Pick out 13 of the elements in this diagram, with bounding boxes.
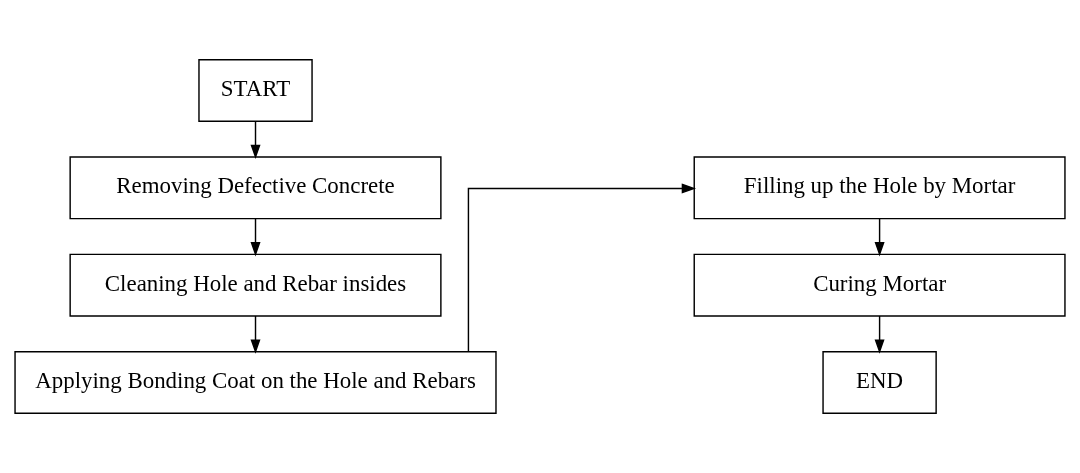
arrow (250, 217, 261, 257)
node-box: Filling up the Hole by Mortar (693, 156, 1066, 220)
arrow (467, 183, 697, 353)
arrow (250, 120, 261, 160)
node-box: Curing Mortar (693, 253, 1066, 317)
node-box: START (198, 59, 313, 122)
node-box: Cleaning Hole and Rebar insides (69, 253, 442, 317)
node-box: Applying Bonding Coat on the Hole and Rebars (14, 351, 497, 414)
arrow (874, 315, 885, 354)
arrow (250, 315, 261, 354)
node-box: Removing Defective Concrete (69, 156, 442, 220)
arrow (874, 217, 885, 257)
node-box: END (822, 351, 937, 414)
